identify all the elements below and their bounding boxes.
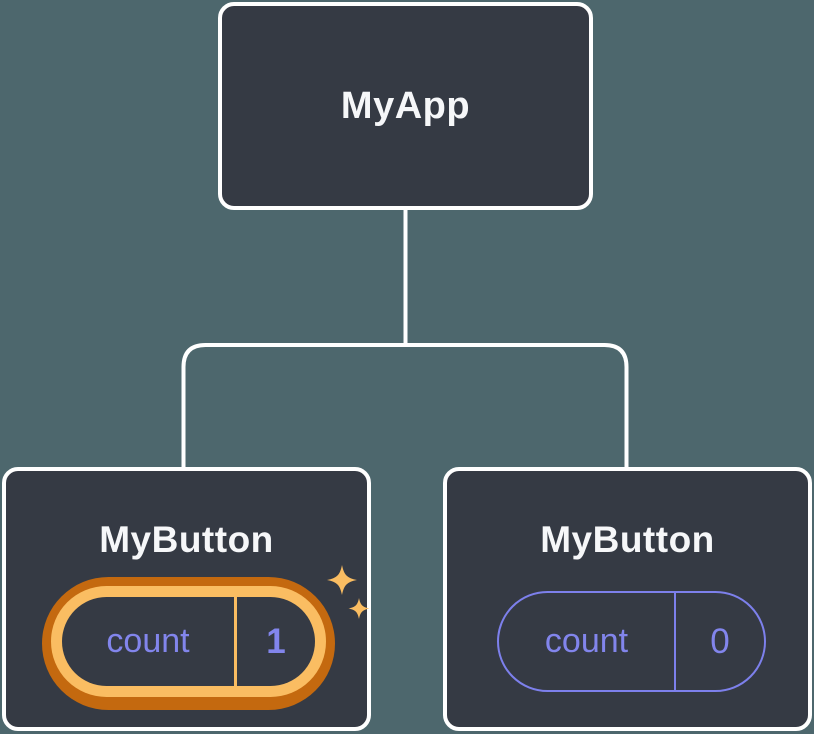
- highlighted-state-ring: count 1: [42, 577, 335, 710]
- left-pill-divider: [234, 597, 237, 686]
- root-component-label: MyApp: [340, 84, 471, 127]
- left-state-pill: count 1: [62, 597, 315, 686]
- left-state-value: 1: [266, 621, 286, 661]
- root-component-node: MyApp: [218, 2, 593, 210]
- left-button-label: MyButton: [99, 519, 274, 560]
- right-state-key: count: [544, 622, 629, 660]
- right-button-node: MyButton count 0: [443, 467, 812, 731]
- right-pill-divider: [674, 593, 676, 690]
- right-state-pill: count 0: [497, 591, 766, 692]
- right-button-label: MyButton: [540, 519, 715, 560]
- left-button-node: MyButton count 1: [2, 467, 371, 731]
- highlight-inner-ring: count 1: [51, 586, 326, 697]
- right-state-value: 0: [710, 621, 730, 661]
- left-state-key: count: [106, 622, 190, 660]
- sparkles-icon: [327, 565, 370, 619]
